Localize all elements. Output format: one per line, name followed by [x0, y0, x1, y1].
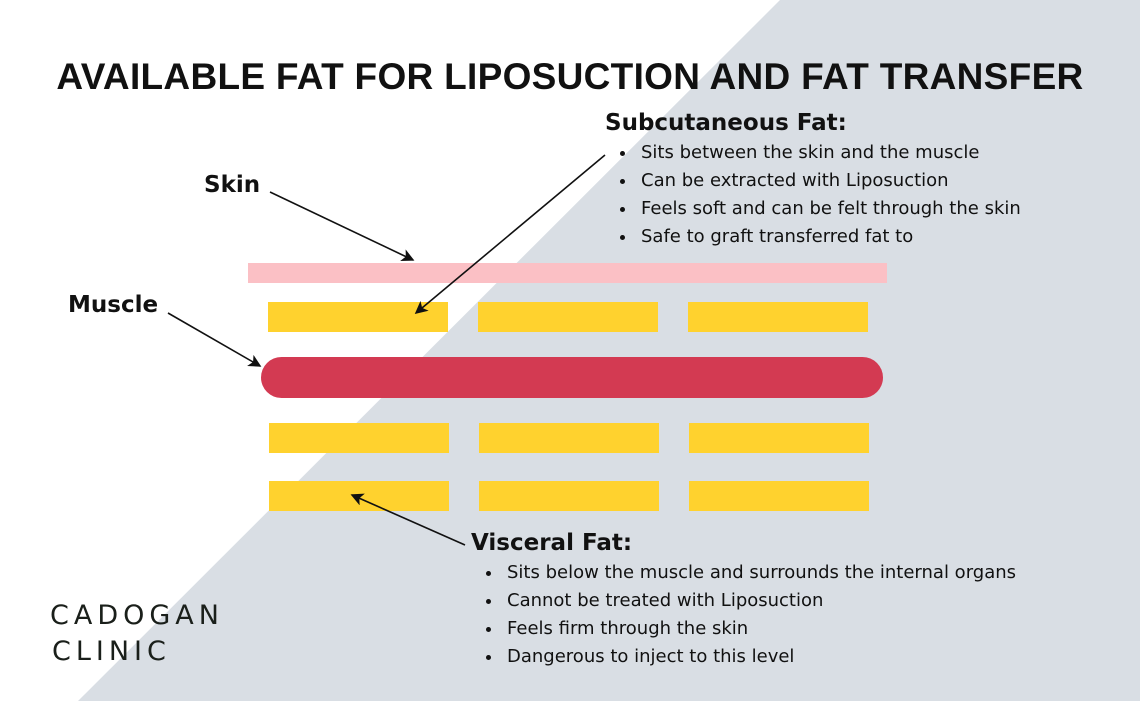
visceral-fat-heading: Visceral Fat:	[471, 530, 633, 556]
bullet-item: Can be extracted with Liposuction	[637, 167, 1021, 195]
skin-label: Skin	[204, 172, 261, 198]
subcutaneous-fat-bullets: Sits between the skin and the muscle Can…	[605, 139, 1021, 251]
muscle-arrow	[167, 312, 262, 367]
fat-block	[688, 302, 868, 332]
muscle-layer	[261, 357, 883, 398]
visceral-arrow	[350, 493, 466, 546]
bullet-item: Cannot be treated with Liposuction	[503, 587, 1016, 615]
visceral-fat-bullets: Sits below the muscle and surrounds the …	[471, 559, 1016, 671]
subcutaneous-fat-layer	[268, 302, 868, 332]
subcutaneous-arrow	[414, 154, 606, 315]
logo-line-1: CADOGAN	[50, 600, 224, 631]
background-diagonal-shape	[78, 0, 1140, 701]
fat-block	[689, 423, 869, 453]
fat-block	[689, 481, 869, 511]
logo-line-2: CLINIC	[52, 636, 171, 667]
visceral-fat-callout: Visceral Fat: Sits below the muscle and …	[471, 530, 1016, 671]
fat-block	[479, 423, 659, 453]
fat-block	[269, 423, 449, 453]
subcutaneous-fat-heading: Subcutaneous Fat:	[605, 110, 847, 136]
bullet-item: Safe to graft transferred fat to	[637, 223, 1021, 251]
page-title: AVAILABLE FAT FOR LIPOSUCTION AND FAT TR…	[56, 56, 1084, 97]
muscle-label: Muscle	[68, 292, 159, 318]
bullet-item: Feels firm through the skin	[503, 615, 1016, 643]
cadogan-clinic-logo: CADOGAN CLINIC	[50, 598, 224, 670]
skin-arrow	[269, 191, 415, 261]
bullet-item: Dangerous to inject to this level	[503, 643, 1016, 671]
fat-block	[479, 481, 659, 511]
fat-block	[268, 302, 448, 332]
bullet-item: Feels soft and can be felt through the s…	[637, 195, 1021, 223]
skin-layer	[248, 263, 887, 283]
subcutaneous-fat-callout: Subcutaneous Fat: Sits between the skin …	[605, 110, 1021, 251]
bullet-item: Sits below the muscle and surrounds the …	[503, 559, 1016, 587]
fat-block	[478, 302, 658, 332]
fat-block	[269, 481, 449, 511]
visceral-fat-layer	[269, 423, 869, 511]
bullet-item: Sits between the skin and the muscle	[637, 139, 1021, 167]
